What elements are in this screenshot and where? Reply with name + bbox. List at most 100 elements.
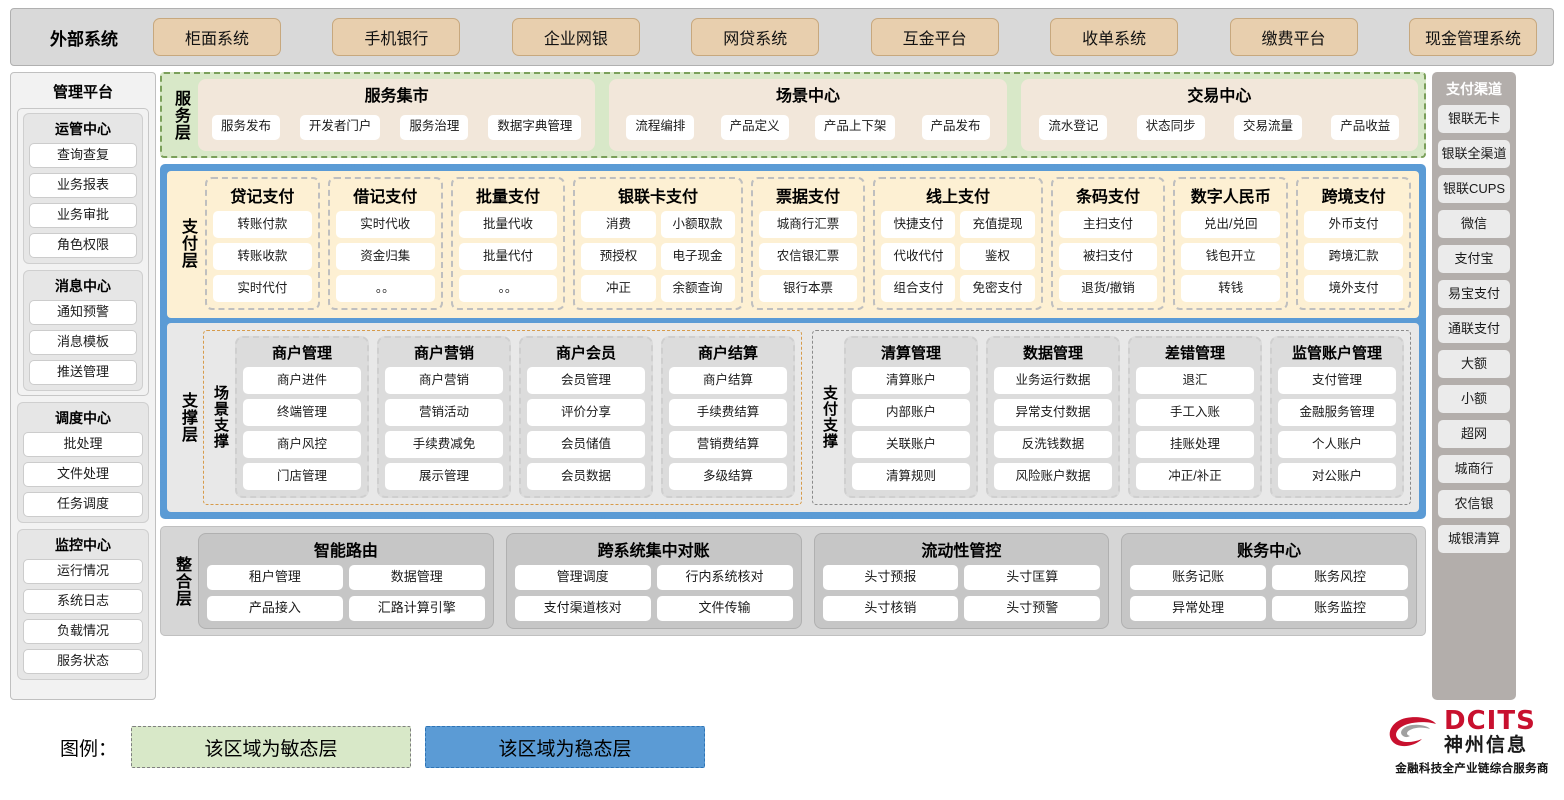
- payment-item[interactable]: 实时代付: [213, 275, 312, 302]
- payment-item[interactable]: 消费: [581, 211, 656, 238]
- integration-item[interactable]: 管理调度: [514, 565, 651, 590]
- service-item[interactable]: 产品定义: [720, 114, 789, 140]
- service-item[interactable]: 流水登记: [1039, 114, 1108, 140]
- payment-channel-item[interactable]: 银联全渠道: [1438, 140, 1510, 168]
- integration-item[interactable]: 账务监控: [1272, 596, 1408, 621]
- support-item[interactable]: 营销费结算: [669, 431, 787, 458]
- payment-item[interactable]: 外币支付: [1304, 211, 1403, 238]
- support-item[interactable]: 手工入账: [1136, 399, 1254, 426]
- support-item[interactable]: 展示管理: [385, 463, 503, 490]
- support-item[interactable]: 商户营销: [385, 367, 503, 394]
- management-item[interactable]: 服务状态: [23, 649, 143, 674]
- support-item[interactable]: 多级结算: [669, 463, 787, 490]
- support-item[interactable]: 清算账户: [852, 367, 970, 394]
- payment-item[interactable]: 预授权: [581, 243, 656, 270]
- support-item[interactable]: 挂账处理: [1136, 431, 1254, 458]
- service-item[interactable]: 状态同步: [1136, 114, 1205, 140]
- payment-channel-item[interactable]: 银联CUPS: [1438, 175, 1510, 203]
- support-item[interactable]: 个人账户: [1278, 431, 1396, 458]
- payment-channel-item[interactable]: 大额: [1438, 350, 1510, 378]
- payment-item[interactable]: 冲正: [581, 275, 656, 302]
- payment-item[interactable]: 快捷支付: [881, 211, 956, 238]
- service-item[interactable]: 产品收益: [1331, 114, 1400, 140]
- service-item[interactable]: 开发者门户: [299, 114, 381, 140]
- payment-item[interactable]: 余额查询: [660, 275, 735, 302]
- integration-item[interactable]: 行内系统核对: [656, 565, 793, 590]
- support-item[interactable]: 业务运行数据: [994, 367, 1112, 394]
- support-item[interactable]: 会员储值: [527, 431, 645, 458]
- integration-item[interactable]: 账务风控: [1272, 565, 1408, 590]
- integration-item[interactable]: 文件传输: [656, 596, 793, 621]
- support-item[interactable]: 退汇: [1136, 367, 1254, 394]
- support-item[interactable]: 商户结算: [669, 367, 787, 394]
- external-system-chip[interactable]: 现金管理系统: [1408, 18, 1537, 56]
- service-item[interactable]: 数据字典管理: [488, 114, 582, 140]
- external-system-chip[interactable]: 企业网银: [511, 18, 640, 56]
- payment-item[interactable]: 被扫支付: [1058, 243, 1158, 270]
- payment-item[interactable]: 转账付款: [213, 211, 312, 238]
- payment-item[interactable]: 批量代收: [458, 211, 558, 238]
- integration-item[interactable]: 头寸预报: [822, 565, 959, 590]
- payment-channel-item[interactable]: 城商行: [1438, 455, 1510, 483]
- integration-item[interactable]: 头寸核销: [822, 596, 959, 621]
- support-item[interactable]: 手续费结算: [669, 399, 787, 426]
- integration-item[interactable]: 头寸预警: [964, 596, 1101, 621]
- management-item[interactable]: 消息模板: [29, 330, 137, 355]
- service-item[interactable]: 服务发布: [211, 114, 280, 140]
- payment-channel-item[interactable]: 微信: [1438, 210, 1510, 238]
- support-item[interactable]: 关联账户: [852, 431, 970, 458]
- external-system-chip[interactable]: 柜面系统: [153, 18, 281, 56]
- support-item[interactable]: 对公账户: [1278, 463, 1396, 490]
- support-item[interactable]: 营销活动: [385, 399, 503, 426]
- management-item[interactable]: 任务调度: [23, 492, 143, 517]
- payment-item[interactable]: 转钱: [1181, 275, 1281, 302]
- integration-item[interactable]: 异常处理: [1130, 596, 1267, 621]
- external-system-chip[interactable]: 缴费平台: [1229, 18, 1358, 56]
- service-item[interactable]: 服务治理: [400, 114, 469, 140]
- management-item[interactable]: 运行情况: [23, 559, 143, 584]
- payment-item[interactable]: 充值提现: [960, 211, 1035, 238]
- support-item[interactable]: 反洗钱数据: [994, 431, 1112, 458]
- payment-item[interactable]: 免密支付: [960, 275, 1035, 302]
- integration-item[interactable]: 数据管理: [348, 565, 485, 590]
- payment-item[interactable]: 资金归集: [335, 243, 435, 270]
- management-item[interactable]: 系统日志: [23, 589, 143, 614]
- service-item[interactable]: 产品上下架: [814, 114, 896, 140]
- support-item[interactable]: 评价分享: [527, 399, 645, 426]
- payment-item[interactable]: 兑出/兑回: [1181, 211, 1281, 238]
- management-item[interactable]: 角色权限: [29, 233, 137, 258]
- integration-item[interactable]: 账务记账: [1130, 565, 1267, 590]
- payment-channel-item[interactable]: 超网: [1438, 420, 1510, 448]
- support-item[interactable]: 风险账户数据: [994, 463, 1112, 490]
- external-system-chip[interactable]: 手机银行: [332, 18, 461, 56]
- payment-channel-item[interactable]: 支付宝: [1438, 245, 1510, 273]
- payment-item[interactable]: 城商行汇票: [758, 211, 858, 238]
- support-item[interactable]: 商户风控: [243, 431, 361, 458]
- payment-channel-item[interactable]: 银联无卡: [1438, 105, 1510, 133]
- service-item[interactable]: 产品发布: [921, 114, 990, 140]
- payment-item[interactable]: 跨境汇款: [1304, 243, 1403, 270]
- management-item[interactable]: 推送管理: [29, 360, 137, 385]
- integration-item[interactable]: 产品接入: [207, 596, 343, 621]
- payment-item[interactable]: 钱包开立: [1181, 243, 1281, 270]
- payment-channel-item[interactable]: 通联支付: [1438, 315, 1510, 343]
- payment-item[interactable]: 组合支付: [881, 275, 956, 302]
- payment-item[interactable]: 转账收款: [213, 243, 312, 270]
- support-item[interactable]: 支付管理: [1278, 367, 1396, 394]
- support-item[interactable]: 金融服务管理: [1278, 399, 1396, 426]
- payment-item[interactable]: 退货/撤销: [1058, 275, 1158, 302]
- integration-item[interactable]: 汇路计算引擎: [348, 596, 485, 621]
- support-item[interactable]: 内部账户: [852, 399, 970, 426]
- payment-item[interactable]: 代收代付: [881, 243, 956, 270]
- support-item[interactable]: 手续费减免: [385, 431, 503, 458]
- support-item[interactable]: 商户进件: [243, 367, 361, 394]
- integration-item[interactable]: 支付渠道核对: [514, 596, 651, 621]
- payment-item[interactable]: 。。: [458, 275, 558, 302]
- service-item[interactable]: 交易流量: [1233, 114, 1302, 140]
- service-item[interactable]: 流程编排: [626, 114, 695, 140]
- payment-item[interactable]: 实时代收: [335, 211, 435, 238]
- management-item[interactable]: 负载情况: [23, 619, 143, 644]
- payment-item[interactable]: 农信银汇票: [758, 243, 858, 270]
- support-item[interactable]: 会员数据: [527, 463, 645, 490]
- integration-item[interactable]: 头寸匡算: [964, 565, 1101, 590]
